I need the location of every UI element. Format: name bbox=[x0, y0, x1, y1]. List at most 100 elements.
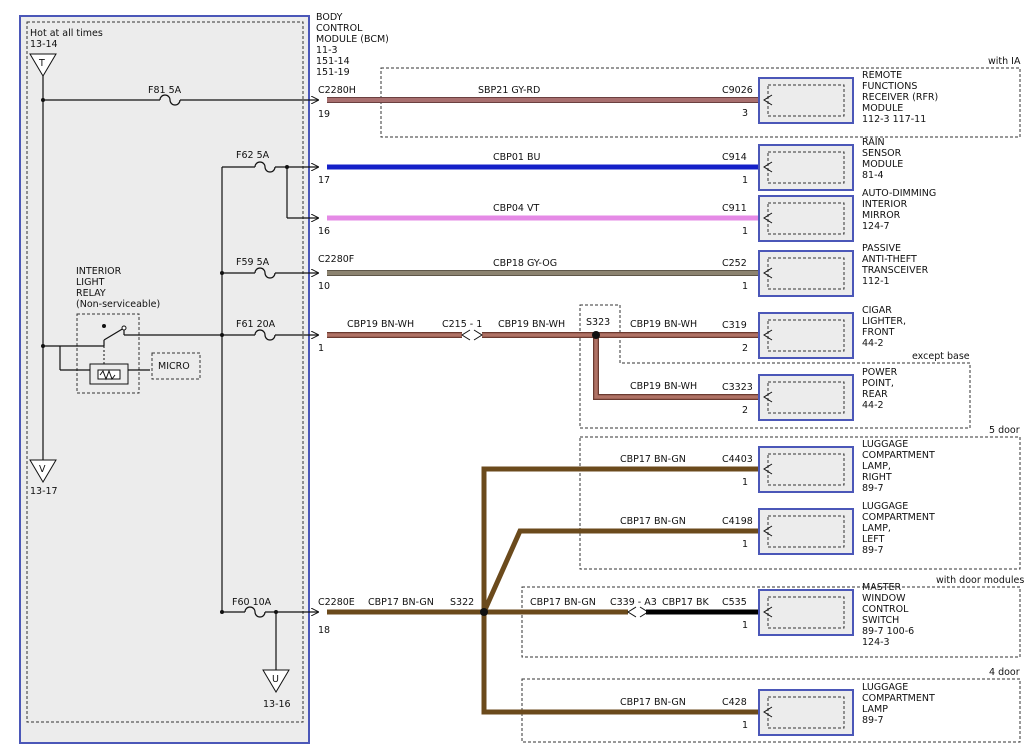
component-label-line: SENSOR bbox=[862, 148, 902, 159]
option-with-door-modules-label: with door modules bbox=[936, 575, 1024, 586]
c215-arrow-icon bbox=[473, 329, 483, 341]
component-label-line: 89-7 bbox=[862, 483, 884, 494]
component-label-line: LUGGAGE bbox=[862, 682, 908, 693]
connector-label: C252 bbox=[722, 258, 747, 269]
component-inner-box bbox=[767, 596, 845, 629]
fuse-f62-icon bbox=[254, 161, 276, 173]
component-label-line: MODULE bbox=[862, 103, 903, 114]
pin-18: 18 bbox=[318, 625, 330, 636]
component-label-line: COMPARTMENT bbox=[862, 693, 935, 704]
relay-switch-blade bbox=[103, 327, 125, 341]
splice-s323-label: S323 bbox=[586, 317, 610, 328]
circuit-cbp19-a: CBP19 BN-WH bbox=[347, 319, 414, 330]
circuit-cbp17-bk: CBP17 BK bbox=[662, 597, 710, 608]
component-label-line: 124-3 bbox=[862, 637, 890, 648]
c215-arrow-icon bbox=[461, 329, 471, 341]
relay-resistor-icon bbox=[99, 369, 116, 381]
component-label-line: LUGGAGE bbox=[862, 439, 908, 450]
component-label-line: TRANSCEIVER bbox=[861, 265, 929, 276]
component-inner-box bbox=[767, 151, 845, 184]
relay-coil bbox=[89, 363, 129, 385]
connector-arrow-icon bbox=[763, 606, 773, 618]
relay-box bbox=[76, 313, 140, 394]
conn-c2280f: C2280F bbox=[318, 254, 354, 265]
pin-16: 16 bbox=[318, 226, 330, 237]
pin-label: 1 bbox=[742, 539, 748, 550]
component-label-line: 44-2 bbox=[862, 338, 884, 349]
connector-label: C4198 bbox=[722, 516, 753, 527]
component-label-line: 44-2 bbox=[862, 400, 884, 411]
c339-arrow-icon bbox=[639, 606, 649, 618]
component-label-line: MIRROR bbox=[862, 210, 901, 221]
c339-arrow-icon bbox=[627, 606, 637, 618]
relay-label-2: LIGHT bbox=[76, 277, 105, 288]
source-u-glyph: U bbox=[272, 674, 279, 685]
option-except-base bbox=[579, 304, 971, 429]
connector-arrow-icon bbox=[763, 525, 773, 537]
connector-arrow-icon bbox=[763, 267, 773, 279]
splice-s323 bbox=[592, 331, 600, 339]
component-label-line: LEFT bbox=[862, 534, 885, 545]
bcm-title-3: MODULE (BCM) bbox=[316, 34, 389, 45]
option-except-base-label: except base bbox=[912, 351, 970, 362]
wire-cbp17 bbox=[327, 466, 759, 715]
wire-cbp19 bbox=[327, 332, 759, 400]
micro-label: MICRO bbox=[158, 361, 190, 372]
connector-label: C4403 bbox=[722, 454, 753, 465]
component-label-line: REAR bbox=[862, 389, 888, 400]
fuse-f59-label: F59 5A bbox=[236, 257, 270, 268]
bcm-enclosure bbox=[19, 15, 310, 744]
component-label-line: 89-7 bbox=[862, 545, 884, 556]
component-label-line: LIGHTER, bbox=[862, 316, 906, 327]
circuit-cbp19-d: CBP19 BN-WH bbox=[630, 381, 697, 392]
component-label-line: AUTO-DIMMING bbox=[862, 188, 936, 199]
component-label-line: LAMP, bbox=[862, 523, 891, 534]
source-v-icon bbox=[29, 459, 57, 483]
component-label-line: MASTER bbox=[862, 582, 902, 593]
source-v-glyph: V bbox=[39, 464, 46, 475]
component-label-line: INTERIOR bbox=[862, 199, 908, 210]
component-label-line: LAMP bbox=[862, 704, 888, 715]
hot-at-all-times-label: Hot at all times bbox=[30, 28, 103, 39]
pin-10: 10 bbox=[318, 281, 330, 292]
source-t-glyph: T bbox=[38, 58, 45, 69]
connector-label: C9026 bbox=[722, 85, 753, 96]
component-label-line: CONTROL bbox=[862, 604, 909, 615]
splice-s322 bbox=[480, 608, 488, 616]
component-label-line: POWER bbox=[862, 367, 898, 378]
component-inner-box bbox=[767, 319, 845, 352]
v-ref: 13-17 bbox=[30, 486, 58, 497]
component-label-line: RECEIVER (RFR) bbox=[862, 92, 938, 103]
option-5-door-label: 5 door bbox=[989, 425, 1020, 436]
fuse-f81-icon bbox=[159, 94, 181, 106]
component-inner-box bbox=[767, 202, 845, 235]
component-label-line: 81-4 bbox=[862, 170, 884, 181]
circuit-cbp18: CBP18 GY-OG bbox=[493, 258, 557, 269]
option-5-door bbox=[579, 436, 1021, 570]
component-label-line: WINDOW bbox=[862, 593, 906, 604]
fuse-f60-icon bbox=[244, 606, 266, 618]
bcm-title-1: BODY bbox=[316, 12, 343, 23]
bcm-inner-border bbox=[26, 21, 304, 723]
component-label-line: LUGGAGE bbox=[862, 501, 908, 512]
component-label-line: FUNCTIONS bbox=[862, 81, 917, 92]
circuit-cbp19-c: CBP19 BN-WH bbox=[630, 319, 697, 330]
pin-19: 19 bbox=[318, 109, 330, 120]
fuse-f61-label: F61 20A bbox=[236, 319, 276, 330]
connector-arrow-icon bbox=[763, 463, 773, 475]
source-u-icon bbox=[262, 669, 290, 693]
conn-c339: C339 - A3 bbox=[610, 597, 657, 608]
connector-label: C319 bbox=[722, 320, 747, 331]
circuit-cbp17-a: CBP17 BN-GN bbox=[620, 454, 686, 465]
conn-c2280h: C2280H bbox=[318, 85, 356, 96]
component-label-line: FRONT bbox=[862, 327, 895, 338]
circuit-cbp17-c: CBP17 BN-GN bbox=[368, 597, 434, 608]
pin-label: 2 bbox=[742, 405, 748, 416]
component-label-line: RIGHT bbox=[862, 472, 892, 483]
option-with-door-modules bbox=[521, 586, 1021, 658]
component-label-line: REMOTE bbox=[862, 70, 902, 81]
connector-label: C914 bbox=[722, 152, 747, 163]
component-label-line: COMPARTMENT bbox=[862, 450, 935, 461]
